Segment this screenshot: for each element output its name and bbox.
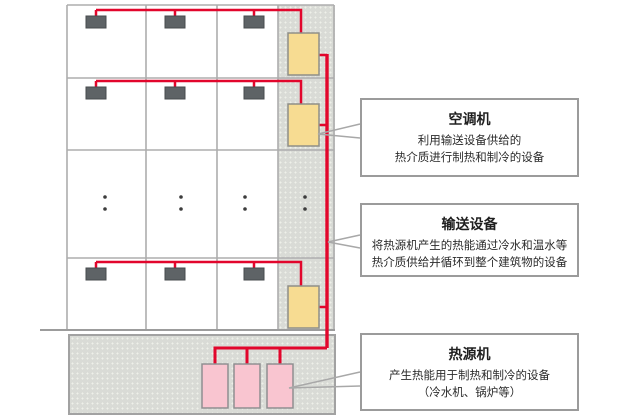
ceiling-ac-unit [164, 267, 186, 281]
callout-heat-source: 热源机 产生热能用于制热和制冷的设备 （冷水机、锅炉等） [360, 333, 579, 411]
ceiling-ac-unit [85, 86, 107, 100]
ceiling-ac-unit [243, 15, 265, 29]
callout-text-line: 热介质供给并循环到整个建筑物的设备 [371, 256, 568, 269]
ceiling-ac-unit [243, 86, 265, 100]
omitted-floors-dots [103, 195, 307, 211]
ceiling-ac-unit [164, 86, 186, 100]
ceiling-ac-unit [243, 267, 265, 281]
callout-text-line: 利用输送设备供给的 [417, 135, 522, 147]
callout-title: 输送设备 [441, 216, 498, 232]
callout-transport-equipment: 输送设备 将热源机产生的热能通过冷水和温水等 热介质供给并循环到整个建筑物的设备 [360, 203, 579, 277]
room-divider-walls [145, 5, 279, 330]
equipment-shaft [278, 5, 335, 330]
callout-text-line: （冷水机、锅炉等） [417, 386, 522, 399]
ceiling-ac-unit [85, 15, 107, 29]
basement-machine-room [68, 334, 336, 415]
ceiling-ac-unit [164, 15, 186, 29]
callout-title: 空调机 [448, 111, 491, 127]
callout-air-conditioner: 空调机 利用输送设备供给的 热介质进行制热和制冷的设备 [360, 98, 579, 177]
callout-text-line: 热介质进行制热和制冷的设备 [394, 151, 545, 164]
ceiling-ac-units [85, 15, 265, 281]
callout-title: 热源机 [448, 346, 491, 362]
callout-text-line: 产生热能用于制热和制冷的设备 [389, 370, 550, 382]
ceiling-ac-unit [85, 267, 107, 281]
callout-text-line: 将热源机产生的热能通过冷水和温水等 [371, 240, 568, 252]
